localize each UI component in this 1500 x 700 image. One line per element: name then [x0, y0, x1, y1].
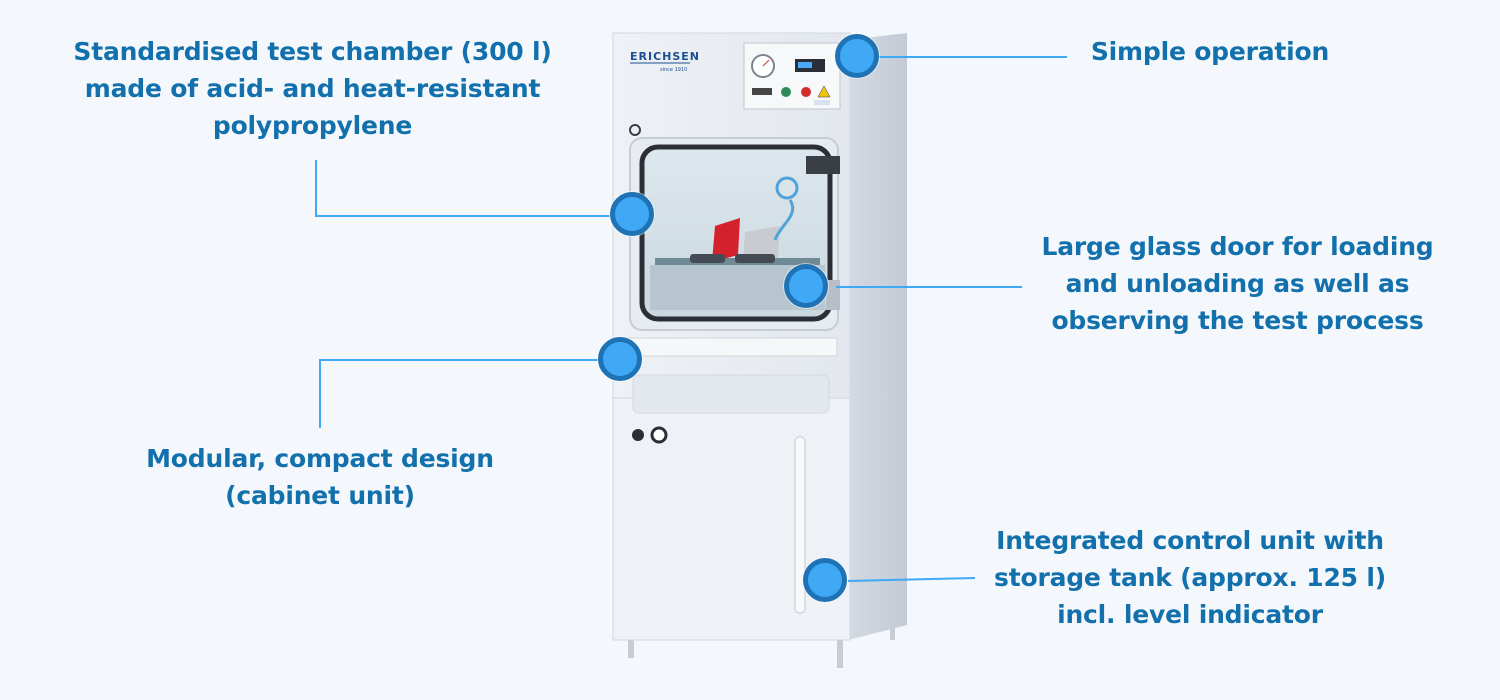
brand-subtitle: since 1910	[660, 67, 687, 73]
callout-test-chamber: Standardised test chamber (300 l) made o…	[60, 33, 565, 144]
red-switch	[801, 87, 811, 97]
control-knob-1	[632, 429, 644, 441]
warning-sign-icon	[817, 85, 831, 98]
marker-test-chamber	[610, 192, 654, 236]
callout-modular-design-line-2: (cabinet unit)	[225, 481, 415, 510]
callout-control-unit-line-3: incl. level indicator	[1057, 600, 1323, 629]
callout-modular-design: Modular, compact design (cabinet unit)	[120, 440, 520, 514]
callout-glass-door-line-3: observing the test process	[1051, 306, 1424, 335]
chamber-interior	[650, 176, 825, 310]
leader-line-control-unit	[847, 577, 976, 582]
green-switch	[781, 87, 791, 97]
marker-control-unit	[803, 558, 847, 602]
callout-simple-operation-line-1: Simple operation	[1090, 37, 1330, 66]
upper-cabinet-side	[848, 33, 907, 398]
callout-control-unit: Integrated control unit with storage tan…	[980, 522, 1400, 633]
door-hinge	[806, 156, 840, 174]
callout-control-unit-line-2: storage tank (approx. 125 l)	[994, 563, 1386, 592]
cabinet-legs	[628, 620, 895, 668]
control-knob-2	[650, 426, 668, 444]
front-panel-slot	[632, 374, 830, 414]
brand-logo: ERICHSEN	[630, 50, 700, 63]
control-panel	[743, 42, 841, 110]
marker-glass-door	[784, 264, 828, 308]
marker-modular-design	[598, 337, 642, 381]
callout-control-unit-line-1: Integrated control unit with	[996, 526, 1384, 555]
callout-test-chamber-line-3: polypropylene	[212, 111, 413, 140]
callout-glass-door-line-1: Large glass door for loading	[1041, 232, 1434, 261]
leader-line-test-chamber	[315, 160, 610, 217]
callout-test-chamber-line-2: made of acid- and heat-resistant	[84, 74, 541, 103]
door-handle	[629, 124, 641, 136]
lower-cabinet-side	[848, 392, 907, 640]
callout-test-chamber-line-1: Standardised test chamber (300 l)	[73, 37, 552, 66]
callout-glass-door-line-2: and unloading as well as	[1065, 269, 1410, 298]
callout-glass-door: Large glass door for loading and unloadi…	[1025, 228, 1450, 339]
marker-simple-operation	[835, 34, 879, 78]
callout-simple-operation: Simple operation	[1070, 33, 1350, 70]
level-indicator-window	[794, 436, 806, 614]
leader-line-modular-design	[319, 359, 598, 428]
callout-modular-design-line-1: Modular, compact design	[146, 444, 494, 473]
